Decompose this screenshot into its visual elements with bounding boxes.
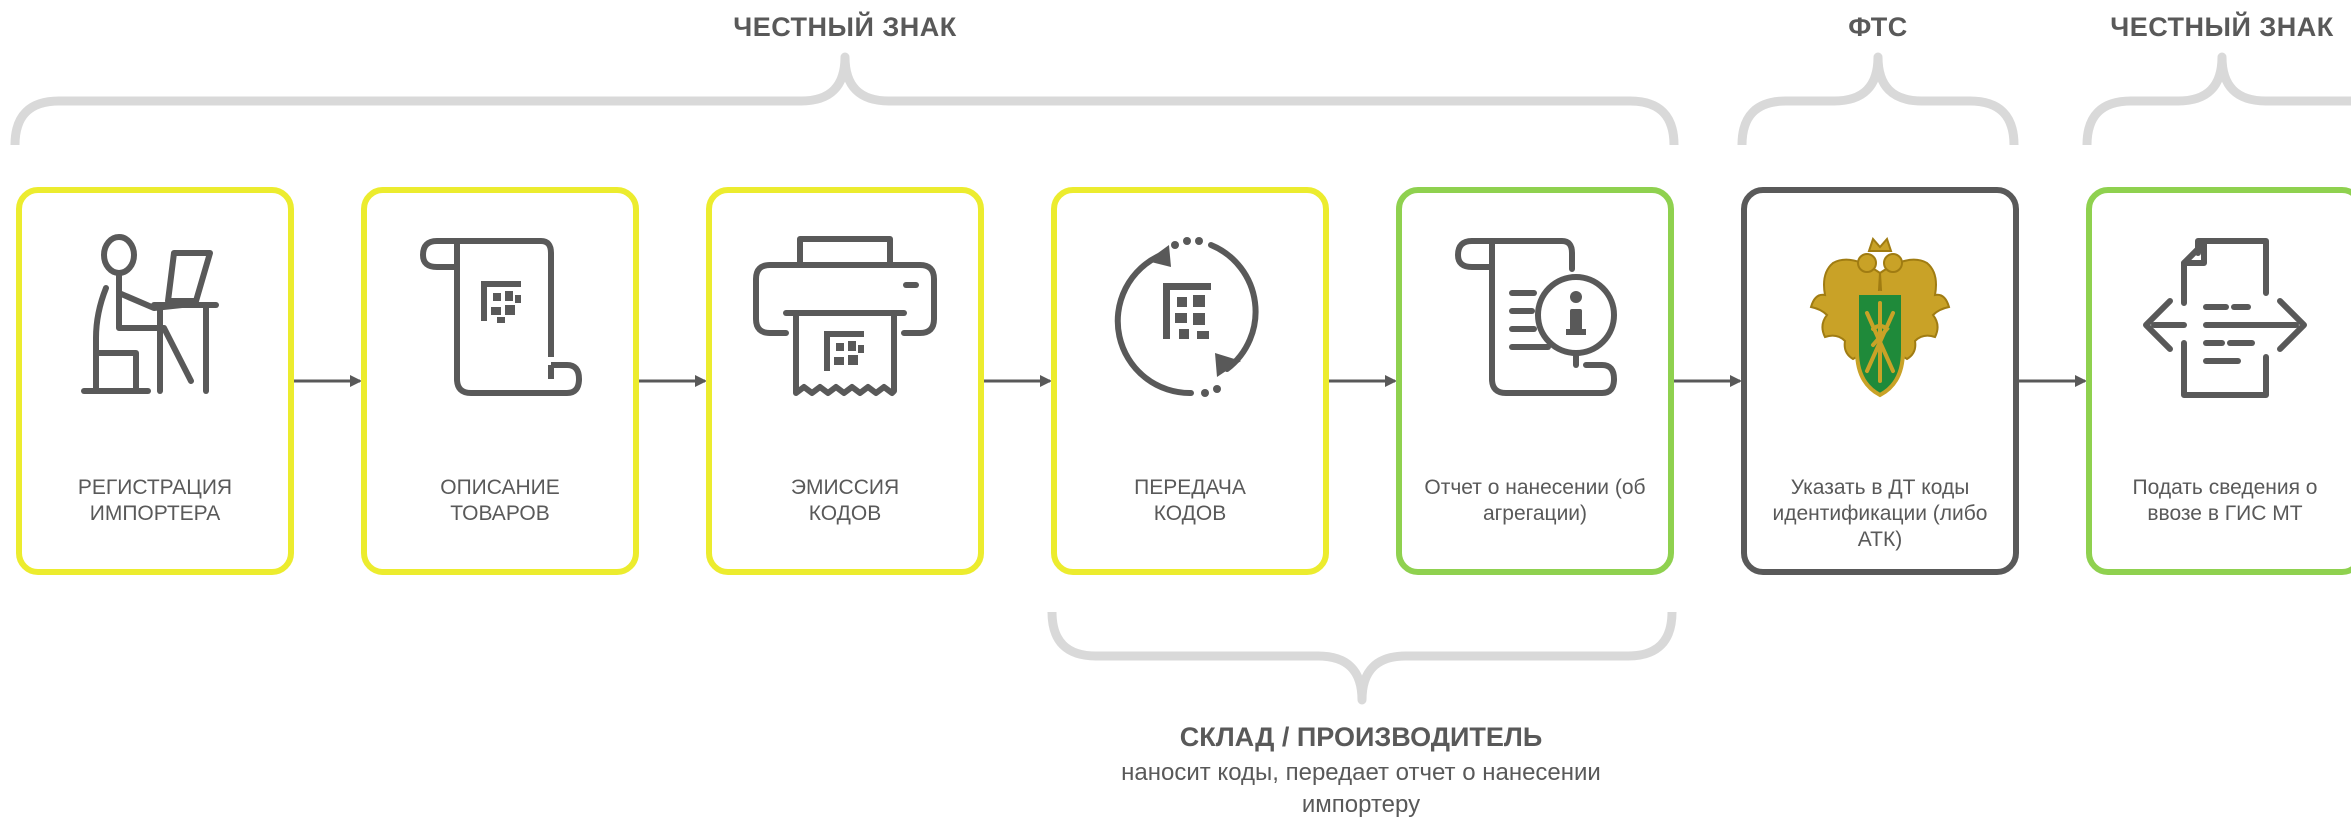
step-label: Отчет о нанесении (об агрегации) — [1414, 475, 1656, 527]
step-label-line: КОДОВ — [808, 502, 882, 525]
step-label-line: ПЕРЕДАЧА — [1134, 476, 1246, 499]
group-title-chestny-znak-left: ЧЕСТНЫЙ ЗНАК — [733, 12, 957, 42]
step-label: Подать сведения о ввозе в ГИС МТ — [2104, 475, 2346, 527]
customs-emblem-icon — [1809, 237, 1951, 398]
step-label: ОПИСАНИЕ ТОВАРОВ — [379, 475, 621, 527]
step-label-line: РЕГИСТРАЦИЯ — [77, 476, 233, 499]
group-title-fts: ФТС — [1848, 12, 1908, 42]
step-customs-declaration: Указать в ДТ коды идентификации (либо АТ… — [1741, 187, 2019, 575]
step-label: ПЕРЕДАЧА КОДОВ — [1069, 475, 1311, 527]
step-label-line: ТОВАРОВ — [450, 502, 550, 525]
step-label-line: ОПИСАНИЕ — [440, 476, 560, 499]
step-label: ЭМИССИЯ КОДОВ — [724, 475, 966, 527]
step-label-line: Подать сведения о — [2132, 476, 2318, 499]
step-label-line: ЭМИССИЯ — [790, 476, 900, 499]
document-exchange-icon — [2143, 238, 2307, 398]
step-label-line: АТК) — [1857, 528, 1903, 551]
step-code-transfer: ПЕРЕДАЧА КОДОВ — [1051, 187, 1329, 575]
group-title-chestny-znak-right: ЧЕСТНЫЙ ЗНАК — [2110, 12, 2334, 42]
step-label-line: Указать в ДТ коды — [1790, 476, 1970, 499]
step-application-report: Отчет о нанесении (об агрегации) — [1396, 187, 1674, 575]
importer-at-desk-icon — [81, 234, 219, 394]
brace-chestny-znak-right — [2082, 52, 2351, 146]
step-label-line: идентификации (либо — [1772, 502, 1988, 525]
printer-with-datamatrix-icon — [753, 236, 937, 396]
step-label-line: Отчет о нанесении (об — [1424, 476, 1646, 499]
step-importer-registration: РЕГИСТРАЦИЯ ИМПОРТЕРА — [16, 187, 294, 575]
step-label: РЕГИСТРАЦИЯ ИМПОРТЕРА — [34, 475, 276, 527]
step-label: Указать в ДТ коды идентификации (либо АТ… — [1759, 475, 2001, 553]
step-import-information: Подать сведения о ввозе в ГИС МТ — [2086, 187, 2351, 575]
brace-chestny-znak-left — [10, 52, 1679, 146]
scroll-with-datamatrix-icon — [420, 238, 582, 396]
brace-fts — [1737, 52, 2019, 146]
step-code-emission: ЭМИССИЯ КОДОВ — [706, 187, 984, 575]
bottom-group-title: СКЛАД / ПРОИЗВОДИТЕЛЬ — [1179, 722, 1543, 752]
bottom-group-subtitle: наносит коды, передает отчет о нанесении… — [1121, 759, 1601, 818]
step-label-line: ИМПОРТЕРА — [89, 502, 221, 525]
step-goods-description: ОПИСАНИЕ ТОВАРОВ — [361, 187, 639, 575]
step-label-line: КОДОВ — [1153, 502, 1227, 525]
step-label-line: агрегации) — [1482, 502, 1588, 525]
scroll-info-icon — [1455, 238, 1617, 396]
brace-warehouse-producer — [1047, 611, 1677, 705]
datamatrix-sync-icon — [1114, 237, 1259, 397]
step-label-line: ввозе в ГИС МТ — [2147, 502, 2303, 525]
